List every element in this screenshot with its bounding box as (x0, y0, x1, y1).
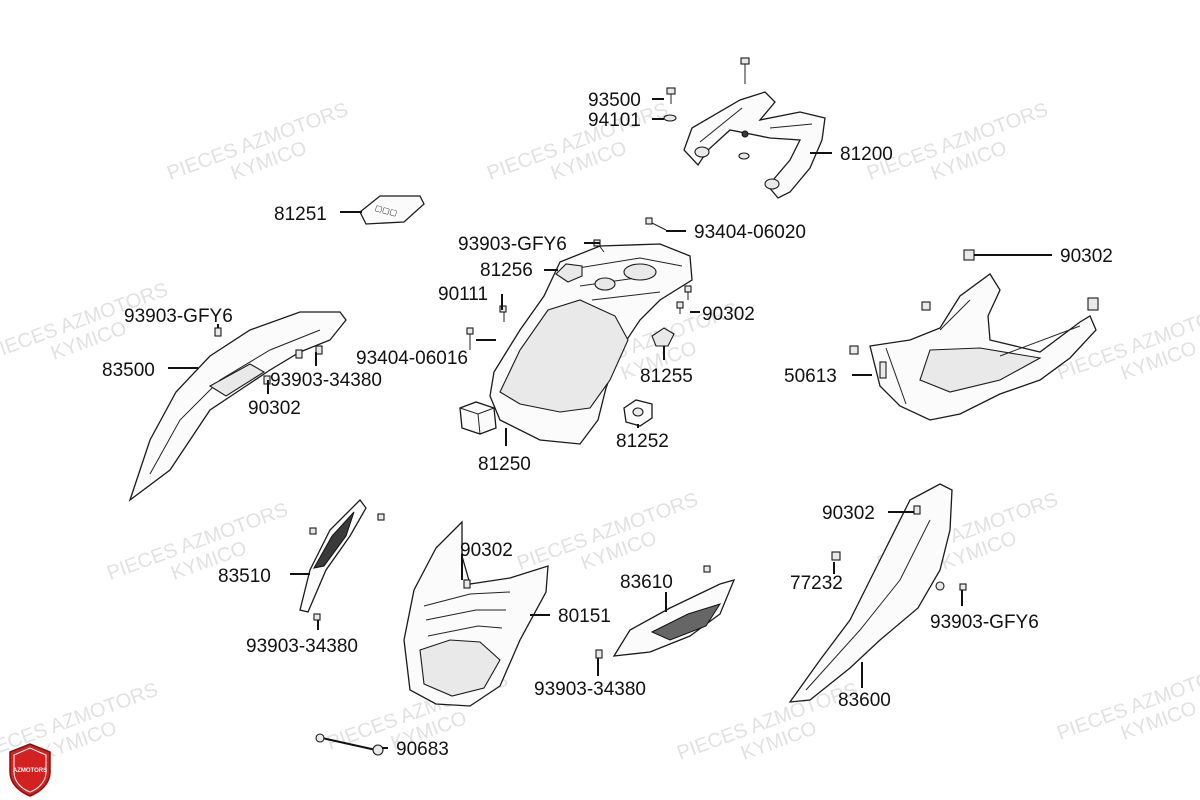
bolt (595, 649, 603, 659)
bolt (959, 583, 967, 591)
part-81255-clip (651, 327, 675, 347)
callout-label: 83500 (102, 360, 155, 381)
callout-label: 83610 (620, 572, 673, 593)
callout-label: 81251 (274, 204, 327, 225)
callout-label: 77232 (790, 573, 843, 594)
callout-label: 80151 (558, 606, 611, 627)
callout-label: 93903-34380 (534, 679, 646, 700)
callout-label: 50613 (784, 366, 837, 387)
part-83510-grille (299, 499, 367, 613)
callout-label: 81252 (616, 431, 669, 452)
part-80151-front-cover (403, 520, 549, 707)
callout-label: 83600 (838, 690, 891, 711)
callout-label: 90302 (702, 304, 755, 325)
callout-label: 93903-GFY6 (124, 306, 233, 327)
part-83610-vented-panel (612, 579, 736, 657)
logo-shield-icon (9, 743, 51, 797)
bolt (703, 565, 711, 573)
callout-label: 93903-34380 (246, 636, 358, 657)
callout-label: 81256 (480, 260, 533, 281)
bolt (214, 327, 222, 337)
callout-label: 93903-GFY6 (458, 234, 567, 255)
clip-77232 (831, 551, 841, 561)
part-83500-side-cover (128, 311, 347, 502)
part-90683-pin (315, 733, 384, 756)
part-81200-rear-carrier (683, 91, 826, 199)
callout-label: 81200 (840, 144, 893, 165)
callout-label: 90302 (1060, 246, 1113, 267)
bolt (315, 345, 323, 355)
bolt-93500 (666, 57, 750, 104)
callout-label: 90302 (822, 503, 875, 524)
bolt (309, 527, 317, 535)
part-50613-floor-board (869, 273, 1097, 421)
callout-label: 93500 (588, 90, 641, 111)
callout-label: 90683 (396, 739, 449, 760)
callout-label: 93903-GFY6 (930, 612, 1039, 633)
callout-label: 90302 (460, 540, 513, 561)
bolt (913, 505, 921, 515)
callout-label: 90302 (248, 398, 301, 419)
callout-label: 83510 (218, 566, 271, 587)
callout-label: 93903-34380 (270, 370, 382, 391)
part-81250-storage-box (489, 243, 693, 445)
clip-90302 (963, 249, 975, 261)
washer-94101 (663, 114, 677, 122)
bolt (313, 613, 321, 621)
part-81251-cover-plate: ▢▢▢ (359, 195, 425, 225)
azmotors-logo: AZMOTORS (9, 743, 51, 797)
callout-labels: 93500 94101 81200 81251 93903-GFY6 93404… (102, 90, 1113, 760)
clip-90302 (1087, 297, 1099, 311)
callout-label: 94101 (588, 110, 641, 131)
callout-label: 93404-06020 (694, 222, 806, 243)
bolt (377, 513, 385, 521)
part-81250-block (459, 401, 497, 435)
part-81256-bracket (555, 263, 583, 283)
callout-label: 90111 (438, 284, 488, 305)
part-83600-side-cover (788, 483, 953, 703)
bolt (921, 301, 931, 311)
part-81252-rubber (623, 399, 653, 427)
callout-label: 81255 (640, 366, 693, 387)
bolt (849, 345, 859, 355)
logo-text: AZMOTORS (13, 768, 47, 774)
callout-label: 93404-06016 (356, 348, 468, 369)
leader-lines (168, 98, 1052, 749)
callout-label: 81250 (478, 454, 531, 475)
